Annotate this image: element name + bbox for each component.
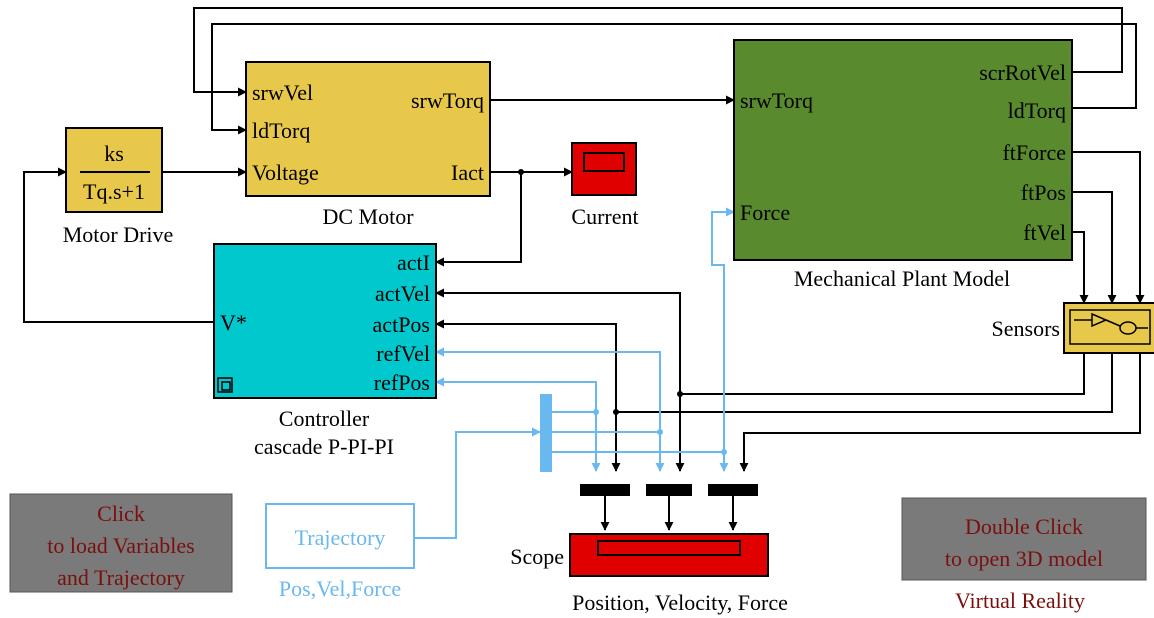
- vr-caption: Virtual Reality: [955, 588, 1085, 613]
- dc-motor-output-iact: Iact: [451, 160, 484, 185]
- subsystem-icon: [217, 377, 233, 393]
- current-scope-block[interactable]: [571, 142, 637, 196]
- scope-label: Scope: [510, 544, 564, 569]
- controller-sublabel: cascade P-PI-PI: [254, 434, 394, 459]
- plant-label: Mechanical Plant Model: [794, 266, 1010, 291]
- controller-input-refvel: refVel: [376, 341, 430, 366]
- mux-bar-position[interactable]: [580, 484, 630, 496]
- scope-caption: Position, Velocity, Force: [572, 590, 788, 615]
- motor-drive-label: Motor Drive: [63, 222, 174, 247]
- black-signal-lines: [23, 7, 1145, 531]
- controller-input-acti: actI: [397, 250, 430, 275]
- plant-output-ftvel: ftVel: [1023, 220, 1066, 245]
- trajectory-label: Trajectory: [295, 525, 386, 550]
- mux-bar-force[interactable]: [708, 484, 758, 496]
- plant-output-scrrotvel: scrRotVel: [979, 60, 1066, 85]
- dc-motor-label: DC Motor: [322, 204, 414, 229]
- scope-block[interactable]: [569, 533, 769, 577]
- vr-button-line1: Double Click: [965, 514, 1083, 539]
- trajectory-block[interactable]: Trajectory: [265, 503, 415, 569]
- sensors-block[interactable]: [1063, 302, 1154, 354]
- current-scope-label: Current: [571, 204, 638, 229]
- controller-input-actvel: actVel: [375, 281, 430, 306]
- controller-block[interactable]: actI actVel actPos refVel refPos V*: [213, 243, 437, 399]
- plant-output-ftforce: ftForce: [1002, 140, 1066, 165]
- sensors-label: Sensors: [992, 316, 1060, 341]
- trajectory-caption: Pos,Vel,Force: [279, 576, 401, 601]
- dc-motor-block[interactable]: srwVel ldTorq Voltage srwTorq Iact: [245, 61, 491, 197]
- controller-input-actpos: actPos: [373, 312, 430, 337]
- plant-output-ldtorq: ldTorq: [1008, 98, 1066, 123]
- dc-motor-input-ldtorq: ldTorq: [252, 118, 310, 143]
- mechanical-plant-block[interactable]: srwTorq Force scrRotVel ldTorq ftForce f…: [733, 39, 1073, 261]
- plant-input-srwtorq: srwTorq: [740, 88, 813, 113]
- load-variables-button[interactable]: Click to load Variables and Trajectory: [9, 493, 233, 593]
- demux-block[interactable]: [540, 394, 552, 472]
- dc-motor-input-srwvel: srwVel: [252, 80, 313, 105]
- dc-motor-output-srwtorq: srwTorq: [411, 88, 484, 113]
- load-button-line2: to load Variables: [47, 533, 194, 558]
- load-button-line3: and Trajectory: [57, 565, 185, 590]
- vr-button-line2: to open 3D model: [945, 546, 1103, 571]
- dc-motor-input-voltage: Voltage: [252, 160, 319, 185]
- motor-drive-denominator: Tq.s+1: [83, 179, 145, 204]
- open-3d-model-button[interactable]: Double Click to open 3D model: [901, 497, 1147, 581]
- motor-drive-numerator: ks: [104, 141, 124, 166]
- controller-input-refpos: refPos: [374, 370, 430, 395]
- mux-bar-velocity[interactable]: [646, 484, 692, 496]
- sensors-icon: [1069, 309, 1151, 345]
- controller-output-v: V*: [220, 310, 247, 335]
- plant-output-ftpos: ftPos: [1021, 180, 1066, 205]
- controller-label: Controller: [279, 406, 370, 431]
- load-button-line1: Click: [97, 501, 145, 526]
- motor-drive-block[interactable]: ks Tq.s+1: [65, 127, 163, 213]
- plant-input-force: Force: [740, 200, 790, 225]
